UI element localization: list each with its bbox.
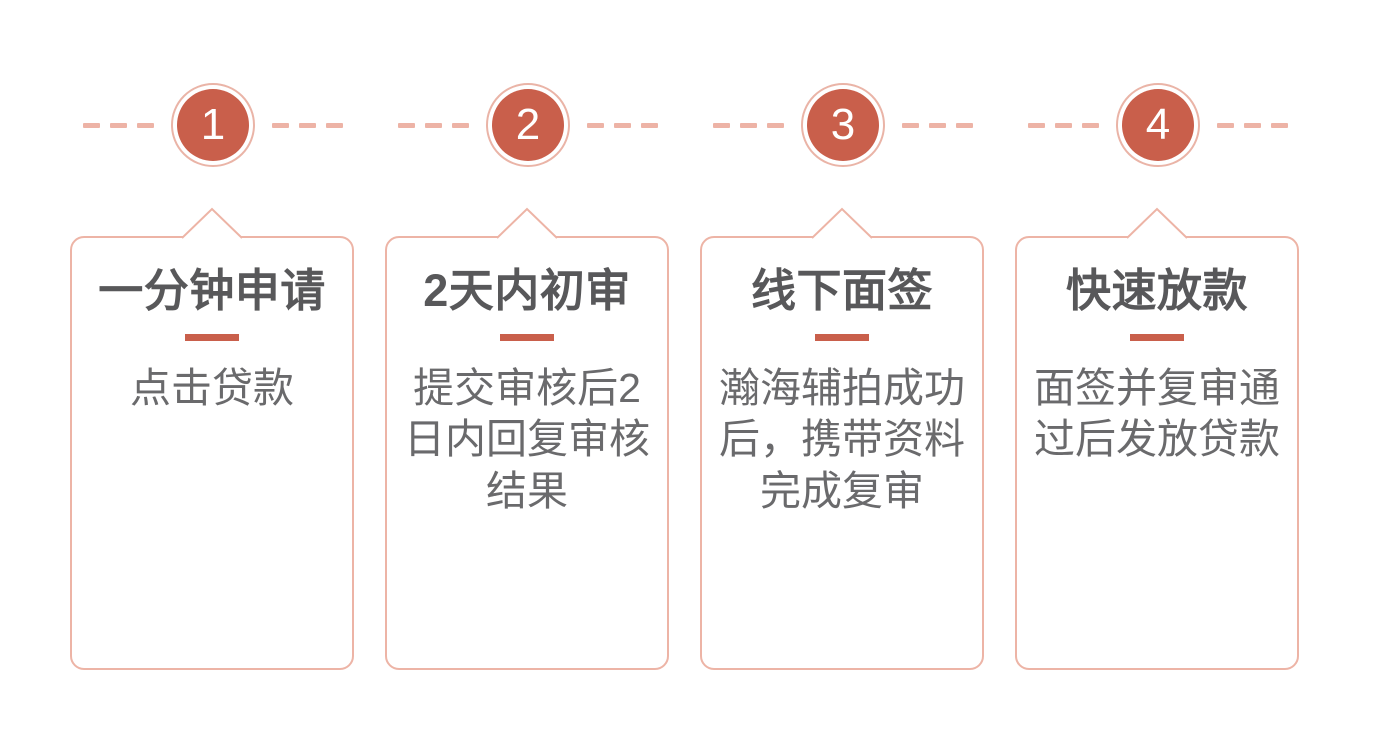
- step-number-2: 2: [515, 100, 541, 149]
- connector-dashes-right-3: [902, 122, 973, 128]
- step-circle-3[interactable]: 3: [801, 83, 885, 167]
- dash-segment: [740, 122, 757, 128]
- dash-segment: [83, 122, 100, 128]
- connector-dashes-left-2: [398, 122, 469, 128]
- dash-segment: [1244, 122, 1261, 128]
- connector-dashes-right-1: [272, 122, 343, 128]
- dash-segment: [641, 122, 658, 128]
- connector-dashes-right-4: [1217, 122, 1288, 128]
- connector-dashes-left-1: [83, 122, 154, 128]
- step-card-divider: [500, 334, 554, 341]
- step-circle-fill: 1: [177, 89, 249, 161]
- step-card-3[interactable]: 线下面签 瀚海辅拍成功后，携带资料完成复审: [700, 207, 984, 670]
- step-circle-fill: 3: [807, 89, 879, 161]
- dash-segment: [767, 122, 784, 128]
- step-node-3: 3: [685, 83, 1001, 167]
- dash-segment: [902, 122, 919, 128]
- dash-segment: [929, 122, 946, 128]
- step-card-description-2: 提交审核后2日内回复审核结果: [404, 365, 650, 514]
- dash-segment: [326, 122, 343, 128]
- step-card-description-1: 点击贷款: [130, 365, 294, 411]
- step-circle-fill: 4: [1122, 89, 1194, 161]
- step-card-body-3: 线下面签 瀚海辅拍成功后，携带资料完成复审: [702, 238, 982, 668]
- step-indicator-row: 1 2: [0, 0, 1380, 210]
- step-node-1: 1: [55, 83, 371, 167]
- dash-segment: [1082, 122, 1099, 128]
- card-notch-pointer-icon: [1127, 207, 1187, 239]
- step-card-1[interactable]: 一分钟申请 点击贷款: [70, 207, 354, 670]
- connector-dashes-left-3: [713, 122, 784, 128]
- dash-segment: [1217, 122, 1234, 128]
- step-number-4: 4: [1145, 100, 1171, 149]
- step-circle-ring-icon: [486, 83, 570, 167]
- step-card-description-4: 面签并复审通过后发放贷款: [1034, 365, 1280, 463]
- step-number-1: 1: [200, 100, 226, 149]
- dash-segment: [587, 122, 604, 128]
- step-card-divider: [1130, 334, 1184, 341]
- step-circle-2[interactable]: 2: [486, 83, 570, 167]
- step-circle-4[interactable]: 4: [1116, 83, 1200, 167]
- step-circle-fill: 2: [492, 89, 564, 161]
- connector-dashes-left-4: [1028, 122, 1099, 128]
- step-card-divider: [185, 334, 239, 341]
- dash-segment: [299, 122, 316, 128]
- step-card-title-3: 线下面签: [750, 265, 933, 316]
- dash-segment: [1055, 122, 1072, 128]
- step-card-title-1: 一分钟申请: [98, 265, 326, 316]
- step-card-2[interactable]: 2天内初审 提交审核后2日内回复审核结果: [385, 207, 669, 670]
- dash-segment: [110, 122, 127, 128]
- step-card-divider: [815, 334, 869, 341]
- step-circle-ring-icon: [171, 83, 255, 167]
- step-card-body-2: 2天内初审 提交审核后2日内回复审核结果: [387, 238, 667, 668]
- step-circle-ring-icon: [1116, 83, 1200, 167]
- step-card-body-4: 快速放款 面签并复审通过后发放贷款: [1017, 238, 1297, 668]
- dash-segment: [272, 122, 289, 128]
- connector-dashes-right-2: [587, 122, 658, 128]
- dash-segment: [398, 122, 415, 128]
- step-card-title-2: 2天内初审: [423, 265, 631, 316]
- dash-segment: [1028, 122, 1045, 128]
- dash-segment: [614, 122, 631, 128]
- step-node-4: 4: [1000, 83, 1316, 167]
- step-card-4[interactable]: 快速放款 面签并复审通过后发放贷款: [1015, 207, 1299, 670]
- dash-segment: [713, 122, 730, 128]
- dash-segment: [425, 122, 442, 128]
- step-card-body-1: 一分钟申请 点击贷款: [72, 238, 352, 668]
- dash-segment: [1271, 122, 1288, 128]
- dash-segment: [137, 122, 154, 128]
- step-circle-ring-icon: [801, 83, 885, 167]
- card-notch-pointer-icon: [182, 207, 242, 239]
- dash-segment: [452, 122, 469, 128]
- card-notch-pointer-icon: [812, 207, 872, 239]
- card-notch-pointer-icon: [497, 207, 557, 239]
- step-card-title-4: 快速放款: [1065, 265, 1248, 316]
- step-card-description-3: 瀚海辅拍成功后，携带资料完成复审: [719, 365, 965, 514]
- step-number-3: 3: [830, 100, 856, 149]
- step-node-2: 2: [370, 83, 686, 167]
- dash-segment: [956, 122, 973, 128]
- step-circle-1[interactable]: 1: [171, 83, 255, 167]
